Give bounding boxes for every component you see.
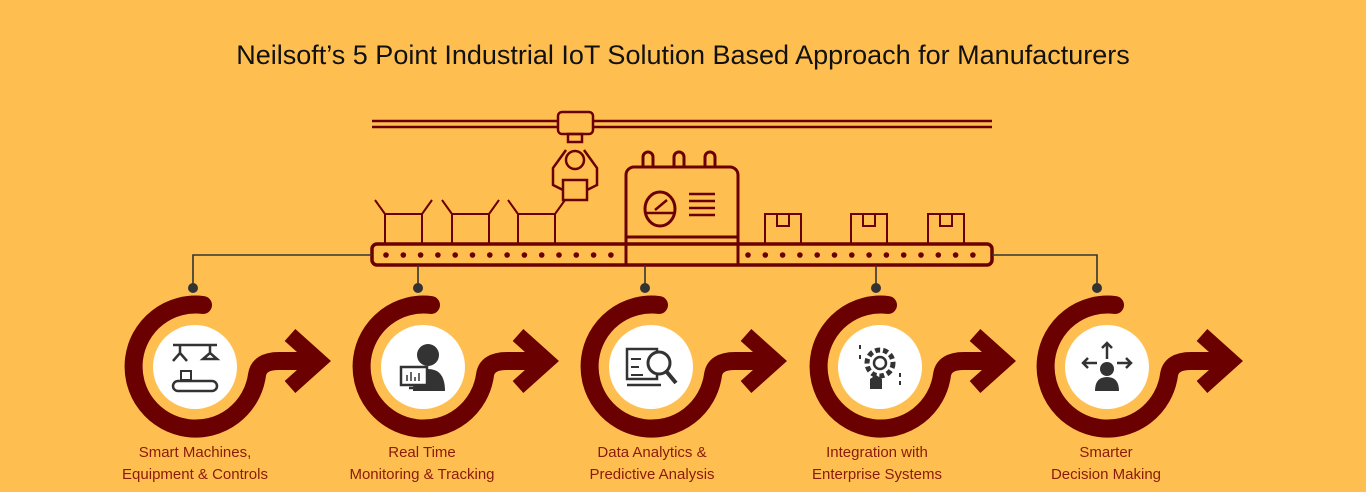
step-title-line2: Predictive Analysis bbox=[589, 466, 715, 483]
user-monitor-icon bbox=[399, 344, 445, 391]
roller-dot bbox=[573, 252, 580, 258]
closed-box-icons bbox=[764, 213, 965, 245]
roller-dot bbox=[590, 252, 597, 258]
arrow-head-icon bbox=[284, 329, 331, 393]
roller-dot bbox=[556, 252, 562, 258]
curved-arrow bbox=[580, 295, 778, 438]
roller-dot bbox=[918, 252, 924, 258]
step-title-line2: Equipment & Controls bbox=[122, 466, 268, 483]
icon-circle bbox=[838, 325, 922, 409]
roller-dot bbox=[952, 252, 959, 258]
roller-dot bbox=[849, 252, 855, 258]
roller-dot bbox=[866, 252, 872, 258]
step-title-line2: Enterprise Systems bbox=[811, 466, 943, 483]
arrow-head-icon bbox=[740, 329, 787, 393]
roller-dot bbox=[383, 252, 389, 258]
decision-arrows-person-icon bbox=[1081, 341, 1133, 391]
step-title-line1: Smart Machines, bbox=[138, 444, 252, 461]
roller-dot bbox=[521, 252, 528, 258]
data-analysis-magnifier-icon bbox=[625, 347, 678, 387]
roller-dot bbox=[814, 252, 820, 258]
roller-dot bbox=[504, 252, 510, 258]
curved-arrow bbox=[809, 295, 1007, 438]
roller-dot bbox=[538, 252, 545, 258]
factory-robot-arm-icon bbox=[171, 343, 221, 393]
roller-dot bbox=[779, 252, 786, 258]
step-title-line1: Integration with bbox=[826, 444, 928, 461]
arrow-head-icon bbox=[969, 329, 1016, 393]
roller-dot bbox=[883, 252, 890, 258]
step-1 bbox=[124, 295, 331, 438]
roller-dot bbox=[452, 252, 459, 258]
roller-dot bbox=[900, 252, 907, 258]
roller-dot bbox=[935, 252, 942, 258]
roller-dot bbox=[435, 252, 441, 258]
step-title-line2: Monitoring & Tracking bbox=[349, 466, 495, 483]
step-title-line1: Smarter bbox=[1079, 444, 1133, 461]
conveyor-illustration bbox=[370, 110, 994, 267]
roller-dot bbox=[469, 252, 476, 258]
curved-arrow bbox=[352, 295, 550, 438]
roller-dot bbox=[400, 252, 407, 258]
roller-dot bbox=[487, 252, 493, 258]
curved-arrow bbox=[124, 295, 322, 438]
curved-arrow bbox=[1036, 295, 1234, 438]
roller-dot bbox=[970, 252, 976, 258]
step-title-line1: Data Analytics & bbox=[597, 444, 707, 461]
roller-dot bbox=[417, 252, 424, 258]
connectors bbox=[192, 254, 1098, 288]
belt-rollers bbox=[383, 252, 976, 258]
roller-dot bbox=[745, 252, 751, 258]
step-3 bbox=[580, 295, 787, 438]
connector-dots bbox=[188, 283, 1102, 293]
roller-dot bbox=[831, 252, 838, 258]
step-label-1: Smart Machines, Equipment & Controls bbox=[75, 442, 315, 486]
roller-dot bbox=[608, 252, 614, 258]
step-2 bbox=[352, 295, 559, 438]
gear-integration-icon bbox=[859, 345, 901, 389]
arrow-head-icon bbox=[512, 329, 559, 393]
step-4 bbox=[809, 295, 1016, 438]
step-title-line1: Real Time bbox=[388, 444, 456, 461]
icon-circle bbox=[153, 325, 237, 409]
step-label-3: Data Analytics & Predictive Analysis bbox=[532, 442, 772, 486]
roller-dot bbox=[762, 252, 769, 258]
page-title: Neilsoft’s 5 Point Industrial IoT Soluti… bbox=[236, 40, 1130, 70]
roller-dot bbox=[797, 252, 803, 258]
step-5 bbox=[1036, 295, 1243, 438]
step-title-line2: Decision Making bbox=[1050, 466, 1162, 483]
open-box-icons bbox=[374, 199, 566, 245]
arrow-head-icon bbox=[1196, 329, 1243, 393]
